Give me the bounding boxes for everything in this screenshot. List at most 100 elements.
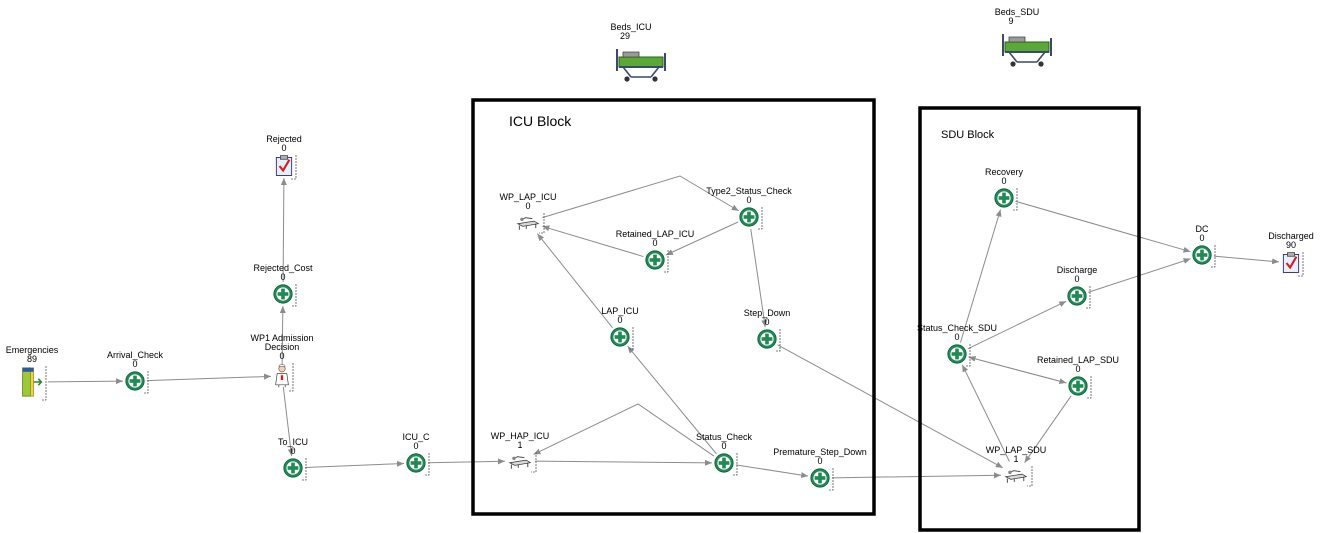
green-cross-icon [283,458,303,478]
clipboard-check-icon [1282,252,1300,274]
edge-wp1-to-rejected_cost [279,305,286,366]
node-label: Recovery [985,167,1024,177]
node-count: 90 [1286,240,1296,250]
node-count: 1 [1013,454,1018,464]
edge-rejected_cost-to-rejected [280,177,287,283]
node-label: Step_Down [744,308,791,318]
node-status-marker [291,155,297,180]
green-cross-icon [1192,245,1212,265]
edge-dc-to-discharged [1213,255,1280,265]
node-count: 0 [1001,176,1006,186]
node-label: Discharge [1057,265,1098,275]
node-count: 1 [517,440,522,450]
edge-wp_hap_icu-to-status_check [534,459,713,466]
green-cross-icon [125,371,145,391]
bed-icon [509,456,531,470]
node-label: Status_Check [696,432,753,442]
green-cross-icon [757,329,777,349]
node-status-marker [301,458,307,481]
node-count: 0 [525,201,530,211]
edge-retained_lap_sdu-to-wp_lap_sdu [1024,395,1072,463]
node-count: 0 [817,456,822,466]
green-cross-icon [1067,286,1087,306]
node-count: 0 [413,441,418,451]
node-label: Rejected [266,134,302,144]
resource-label: Beds_SDU [995,7,1040,17]
hospital-bed-icon [616,48,666,83]
edge-arrival_check-to-wp1 [146,373,272,382]
node-status-marker [1210,245,1216,268]
sdu-block-label: SDU Block [941,129,995,141]
node-status-marker [1085,286,1091,309]
node-icu-c[interactable]: ICU_C0 [402,432,430,476]
icu-block-frame [471,98,876,516]
node-label: Decision [265,342,300,352]
node-label: Emergencies [6,345,59,355]
node-status-marker [41,366,47,401]
node-label: Status_Check_SDU [917,323,997,333]
node-count: 0 [132,359,137,369]
icu-block-label: ICU Block [509,113,572,129]
node-label: LAP_ICU [601,306,639,316]
node-dc[interactable]: DC0 [1192,224,1216,268]
node-status-marker [965,344,971,367]
node-count: 0 [280,272,285,282]
green-cross-icon [739,207,759,227]
node-status-marker [732,453,738,476]
node-status-marker [291,284,297,307]
green-cross-icon [947,344,967,364]
node-status-marker [757,207,763,230]
edge-retained_lap_icu-to-wp_lap_icu [542,225,644,258]
edge-to_icu-to-icu_c [304,460,405,469]
green-cross-icon [714,453,734,473]
edge-wp_lap_sdu-to-status_check_sdu [961,364,1010,462]
edge-type2_status_check-to-step_down [750,228,768,328]
bed-icon [517,217,539,231]
edge-emergencies-to-arrival_check [47,378,124,385]
node-label: DC [1196,224,1209,234]
node-label: WP1 Admission [250,333,313,343]
node-count: 0 [617,315,622,325]
node-label: WP_LAP_SDU [986,445,1047,455]
node-status-marker [1012,188,1018,211]
green-cross-icon [406,453,426,473]
node-count: 0 [290,446,295,456]
sdu-block-frame [918,106,1141,532]
node-label: Arrival_Check [107,350,164,360]
resource-label: Beds_ICU [610,22,651,32]
hospital-bed-icon [1002,33,1052,68]
node-status-marker [1086,376,1092,399]
node-label: Rejected_Cost [253,263,313,273]
node-count: 89 [27,354,37,364]
node-label: Retained_LAP_ICU [616,229,695,239]
node-label: Type2_Status_Check [706,186,792,196]
node-status-marker [288,363,294,392]
bed-icon [1005,470,1027,484]
edge-status_check_sdu-to-discharge [967,300,1067,350]
resource-count: 29 [620,31,630,41]
green-cross-icon [610,327,630,347]
